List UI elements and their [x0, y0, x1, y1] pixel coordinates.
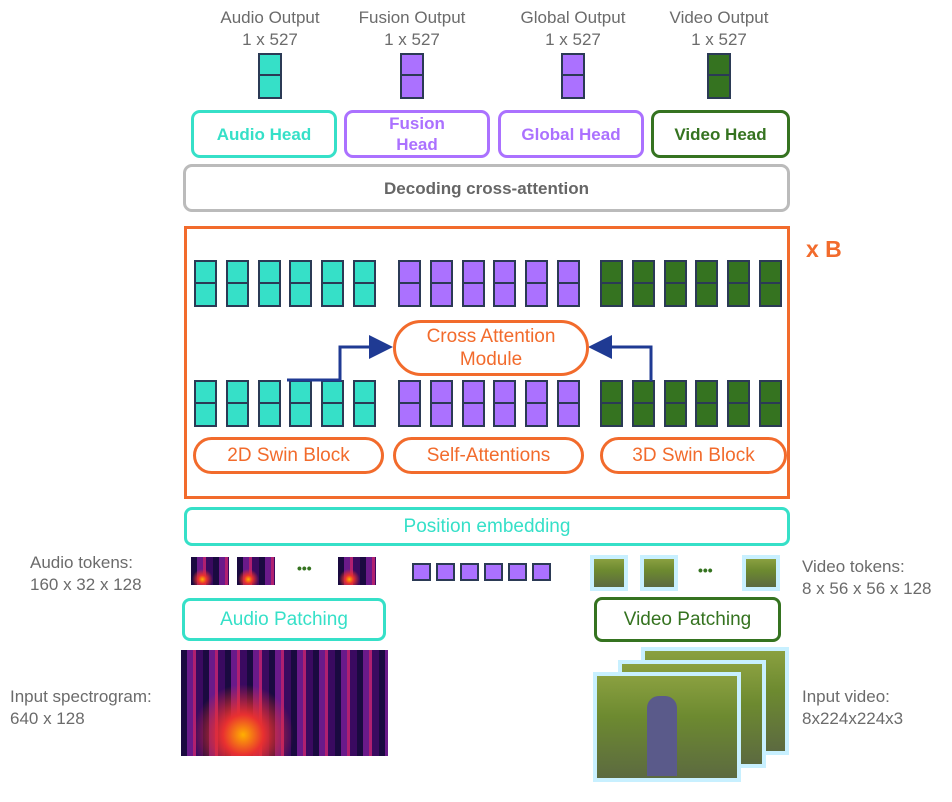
audio-token [194, 380, 217, 427]
fusion-token [557, 260, 580, 307]
input-video-label: Input video:8x224x224x3 [802, 687, 904, 728]
video-token [600, 380, 623, 427]
audio-to-cross-arrow [287, 335, 393, 382]
decoding-cross-attention: Decoding cross-attention [183, 164, 790, 212]
video-token [631, 260, 655, 307]
repeat-label: x B [806, 236, 842, 262]
self-attentions-block: Self-Attentions [393, 437, 584, 474]
global-head: Global Head [498, 110, 644, 158]
fusion-token [525, 380, 549, 427]
fusion-token [429, 260, 453, 307]
video-tokens-label: Video tokens:8 x 56 x 56 x 128 [802, 557, 932, 598]
input-spectrogram-image [181, 650, 388, 756]
audio-token-ellipsis: ••• [297, 560, 312, 576]
fusion-token-small [436, 563, 455, 581]
cross-attention-module: Cross Attention Module [393, 320, 589, 376]
audio-output-token [258, 53, 282, 99]
fusion-token [461, 380, 485, 427]
video-token [631, 380, 655, 427]
video-to-cross-arrow [588, 335, 653, 381]
2d-swin-block: 2D Swin Block [193, 437, 384, 474]
global-output-token [561, 53, 585, 99]
video-patching: Video Patching [594, 597, 781, 642]
video-token [727, 260, 751, 307]
video-token [695, 260, 719, 307]
video-token-image [590, 555, 628, 591]
fusion-token [493, 380, 517, 427]
video-token [600, 260, 623, 307]
audio-token [257, 260, 281, 307]
3d-swin-block: 3D Swin Block [600, 437, 787, 474]
audio-token [321, 260, 345, 307]
video-frame-front [593, 672, 741, 782]
video-output-token [707, 53, 731, 99]
fusion-token [493, 260, 517, 307]
audio-token [225, 380, 249, 427]
fusion-token [398, 260, 421, 307]
video-head: Video Head [651, 110, 790, 158]
fusion-token-small [460, 563, 479, 581]
video-token [759, 260, 782, 307]
fusion-token [398, 380, 421, 427]
fusion-token-small [532, 563, 551, 581]
video-token-ellipsis: ••• [698, 562, 713, 578]
fusion-head: Fusion Head [344, 110, 490, 158]
audio-token-image [191, 557, 229, 585]
audio-token-image [338, 557, 376, 585]
video-token-image [640, 555, 678, 591]
audio-token [194, 260, 217, 307]
audio-token [353, 380, 376, 427]
audio-tokens-label: Audio tokens:160 x 32 x 128 [30, 553, 142, 594]
audio-token-image [237, 557, 275, 585]
video-token [663, 260, 687, 307]
fusion-token [461, 260, 485, 307]
fusion-token [525, 260, 549, 307]
audio-patching: Audio Patching [182, 598, 386, 641]
audio-head: Audio Head [191, 110, 337, 158]
position-embedding: Position embedding [184, 507, 790, 546]
audio-token [225, 260, 249, 307]
video-token [727, 380, 751, 427]
fusion-token [557, 380, 580, 427]
audio-token [257, 380, 281, 427]
input-spectrogram-label: Input spectrogram:640 x 128 [10, 687, 152, 728]
fusion-token-small [508, 563, 527, 581]
video-token [759, 380, 782, 427]
fusion-token-small [484, 563, 503, 581]
video-token [695, 380, 719, 427]
video-token [663, 380, 687, 427]
audio-token [289, 260, 313, 307]
video-token-image [742, 555, 780, 591]
transformer-block-frame [184, 226, 790, 499]
violinist-figure [647, 696, 677, 776]
fusion-token-small [412, 563, 431, 581]
fusion-output-token [400, 53, 424, 99]
audio-token [353, 260, 376, 307]
fusion-token [429, 380, 453, 427]
